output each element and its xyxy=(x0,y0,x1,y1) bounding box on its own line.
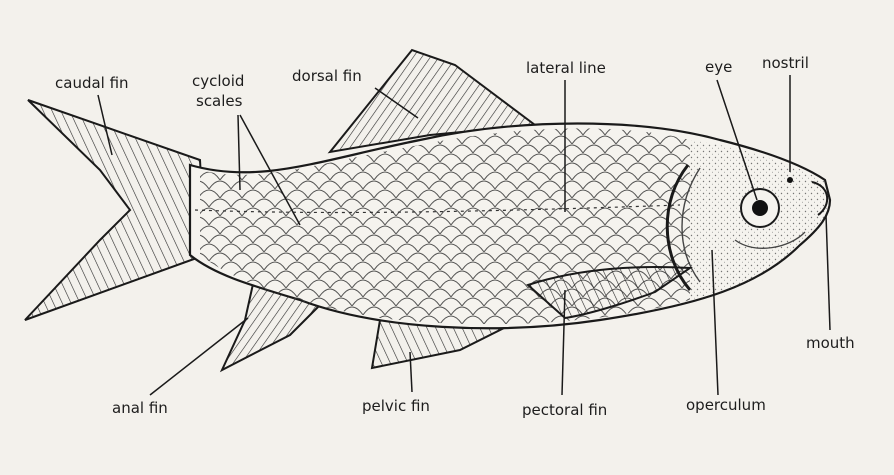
label-caudal-fin: caudal fin xyxy=(55,75,129,92)
caudal-fin-shape xyxy=(25,100,205,320)
label-anal-fin: anal fin xyxy=(112,400,168,417)
label-nostril: nostril xyxy=(762,55,809,72)
leader-mouth xyxy=(826,215,830,330)
label-cycloid-scales-line2: scales xyxy=(196,93,242,110)
label-lateral-line: lateral line xyxy=(526,60,606,77)
label-eye: eye xyxy=(705,59,732,76)
label-mouth: mouth xyxy=(806,335,855,352)
label-cycloid-scales-line1: cycloid xyxy=(192,73,244,90)
nostril-shape xyxy=(787,177,793,183)
label-operculum: operculum xyxy=(686,397,766,414)
label-pelvic-fin: pelvic fin xyxy=(362,398,430,415)
label-pectoral-fin: pectoral fin xyxy=(522,402,607,419)
label-dorsal-fin: dorsal fin xyxy=(292,68,362,85)
